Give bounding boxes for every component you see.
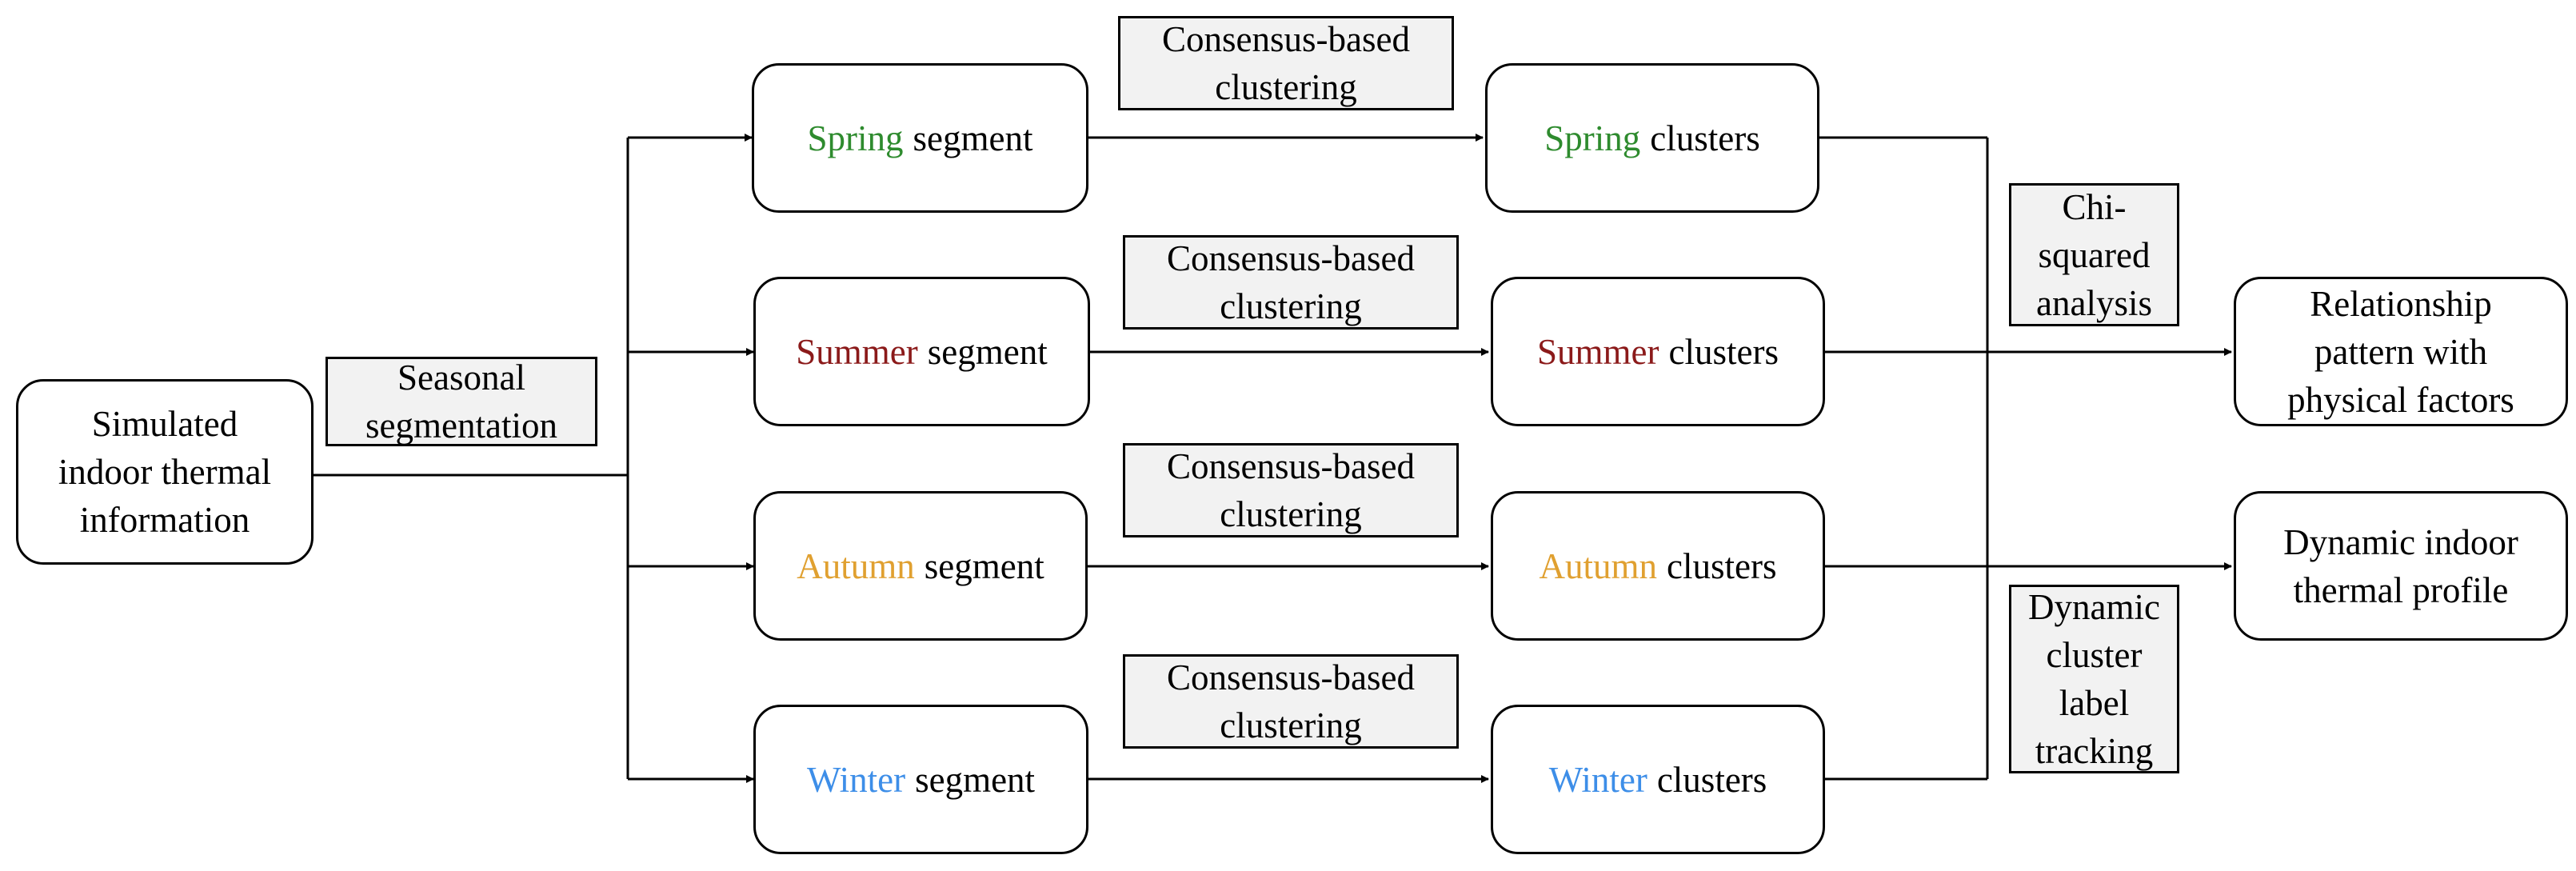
season-name: Summer: [796, 331, 918, 372]
segment-word: segment: [915, 759, 1036, 800]
clusters-word: clusters: [1668, 331, 1779, 372]
season-name: Winter: [806, 759, 906, 800]
segment-word: segment: [927, 331, 1048, 372]
season-name: Autumn: [1539, 545, 1658, 586]
segment-word: segment: [913, 118, 1033, 158]
segment-word: segment: [924, 545, 1044, 586]
season-name: Autumn: [797, 545, 915, 586]
chi-squared-label: Chi- squared analysis: [2009, 183, 2179, 326]
clustering-label-autumn: Consensus-based clustering: [1123, 443, 1459, 537]
season-name: Winter: [1548, 759, 1647, 800]
dynamic-profile-output-node: Dynamic indoor thermal profile: [2234, 491, 2568, 641]
clusters-word: clusters: [1650, 118, 1760, 158]
relationship-output-node: Relationship pattern with physical facto…: [2234, 277, 2568, 426]
clustering-label-summer: Consensus-based clustering: [1123, 235, 1459, 330]
season-name: Spring: [807, 118, 904, 158]
seasonal-segmentation-label: Seasonal segmentation: [325, 357, 597, 446]
clusters-word: clusters: [1667, 545, 1777, 586]
season-name: Spring: [1544, 118, 1641, 158]
clusters-word: clusters: [1656, 759, 1767, 800]
clustering-label-winter: Consensus-based clustering: [1123, 654, 1459, 749]
dynamic-tracking-label: Dynamic cluster label tracking: [2009, 585, 2179, 773]
season-name: Summer: [1537, 331, 1659, 372]
simulated-input-node: Simulated indoor thermal information: [16, 379, 314, 565]
clustering-label-spring: Consensus-based clustering: [1118, 16, 1454, 110]
